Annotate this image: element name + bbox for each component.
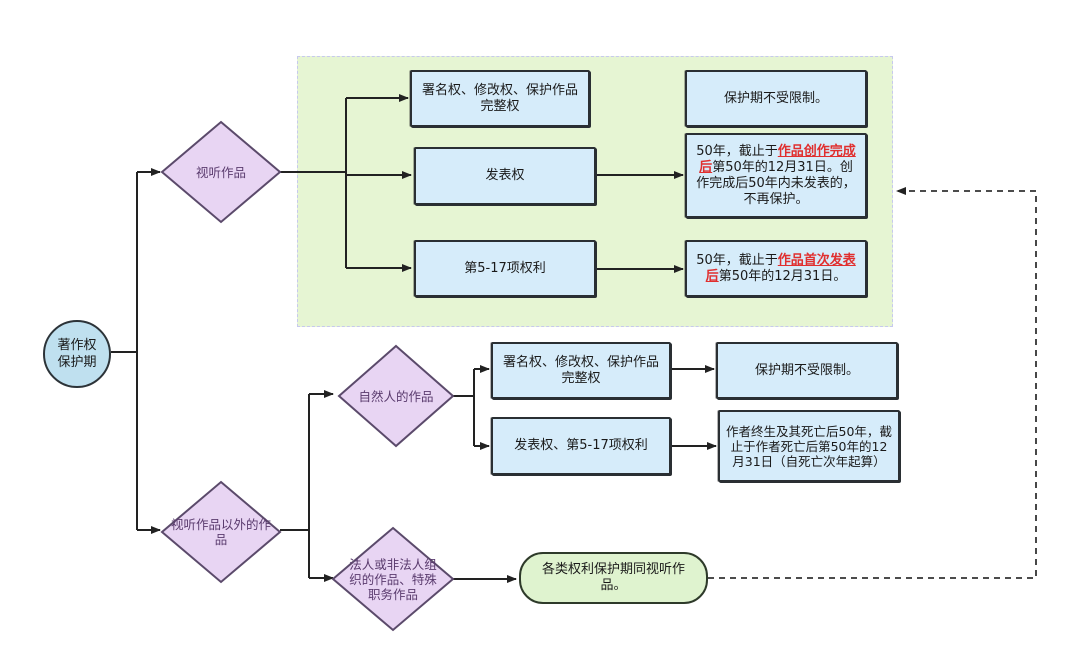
legal-result-same-as-av: 各类权利保护期同视听作品。 bbox=[519, 552, 708, 604]
highlight-after-first-publication: 作品首次发表后 bbox=[705, 252, 856, 284]
connector-root-trunk bbox=[111, 172, 138, 530]
natural-right-moral-rights: 署名权、修改权、保护作品完整权 bbox=[491, 342, 671, 399]
legal-person-label: 法人或非法人组织的作品、特殊职务作品 bbox=[349, 556, 437, 602]
audiovisual-label: 视听作品 bbox=[195, 164, 246, 180]
av-term-publication: 50年，截止于作品创作完成后第50年的12月31日。创作完成后50年内未发表的，… bbox=[685, 133, 867, 218]
natural-person-label: 自然人的作品 bbox=[358, 388, 434, 404]
diamond-natural-person bbox=[337, 344, 455, 448]
av-term-economic-rights: 50年，截止于作品首次发表后第50年的12月31日。 bbox=[685, 240, 867, 297]
non-audiovisual-label: 视听作品以外的作品 bbox=[170, 517, 271, 547]
diamond-legal-person bbox=[331, 526, 455, 632]
av-right-moral-rights: 署名权、修改权、保护作品完整权 bbox=[410, 70, 590, 127]
natural-term-unlimited: 保护期不受限制。 bbox=[716, 342, 898, 399]
natural-right-publication-economic: 发表权、第5-17项权利 bbox=[491, 417, 671, 475]
av-term-unlimited: 保护期不受限制。 bbox=[685, 70, 867, 127]
av-right-publication: 发表权 bbox=[414, 147, 596, 205]
connector-result-to-av-dashed bbox=[708, 187, 1037, 579]
natural-term-life-plus-50: 作者终生及其死亡后50年，截止于作者死亡后第50年的12月31日（自死亡次年起算… bbox=[718, 410, 900, 482]
connector-av-trunk bbox=[280, 98, 347, 268]
connector-nonav-trunk bbox=[280, 394, 310, 578]
connector-natural-trunk bbox=[450, 369, 475, 446]
av-right-economic-rights: 第5-17项权利 bbox=[414, 240, 596, 297]
root-label: 著作权 保护期 bbox=[57, 338, 97, 370]
highlight-after-creation: 作品创作完成后 bbox=[699, 143, 856, 175]
diamond-audiovisual bbox=[160, 120, 282, 224]
diamond-non-audiovisual bbox=[160, 480, 282, 584]
root-copyright-term: 著作权 保护期 bbox=[43, 320, 111, 388]
